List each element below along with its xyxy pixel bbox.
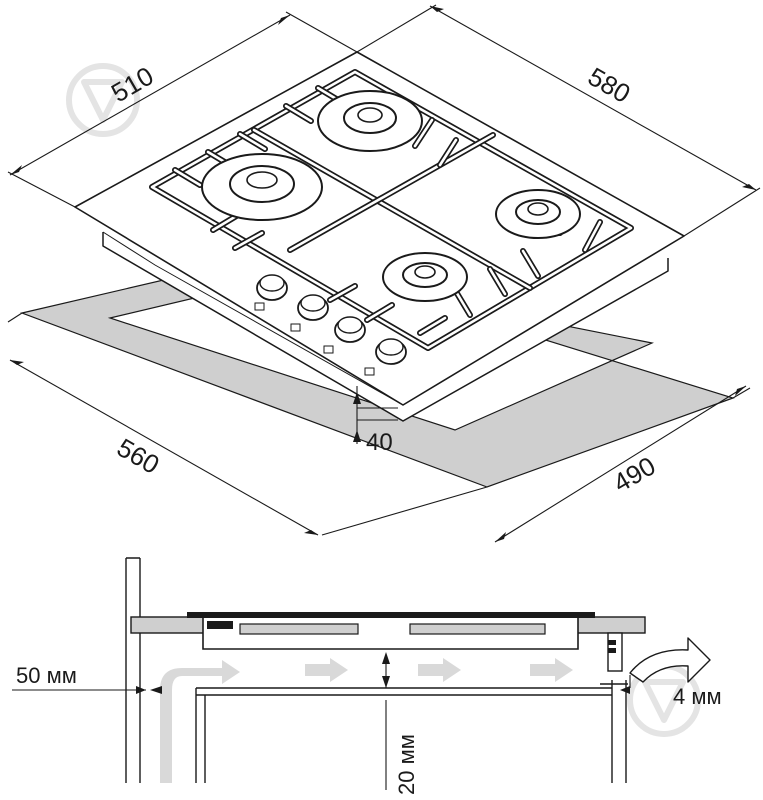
burner-rear — [317, 90, 423, 152]
watermark-logo-top — [66, 63, 140, 137]
section-dimension-lines — [12, 656, 631, 790]
control-knobs — [254, 274, 407, 376]
dim-label-580: 580 — [583, 61, 636, 109]
dim-label-40: 40 — [366, 429, 393, 456]
gap-label-4mm: 4 мм — [673, 684, 722, 709]
burner-front — [382, 252, 468, 302]
dim-label-490: 490 — [608, 451, 661, 499]
gap-label-50mm: 50 мм — [16, 663, 77, 688]
section-dimension-arrows — [136, 652, 630, 694]
dimension-lines — [7, 4, 761, 543]
airflow-exit-arrow — [629, 637, 711, 683]
dimension-arrows — [10, 6, 756, 542]
knob-3 — [323, 316, 366, 354]
section-view — [125, 557, 646, 783]
dim-label-560: 560 — [112, 432, 165, 480]
burner-left — [201, 153, 323, 221]
knob-4 — [364, 338, 407, 376]
burner-right — [495, 189, 581, 239]
gap-label-20mm: 20 мм — [394, 734, 419, 795]
airflow-arrows — [160, 658, 573, 783]
knob-1 — [254, 274, 288, 311]
knob-2 — [290, 294, 329, 332]
